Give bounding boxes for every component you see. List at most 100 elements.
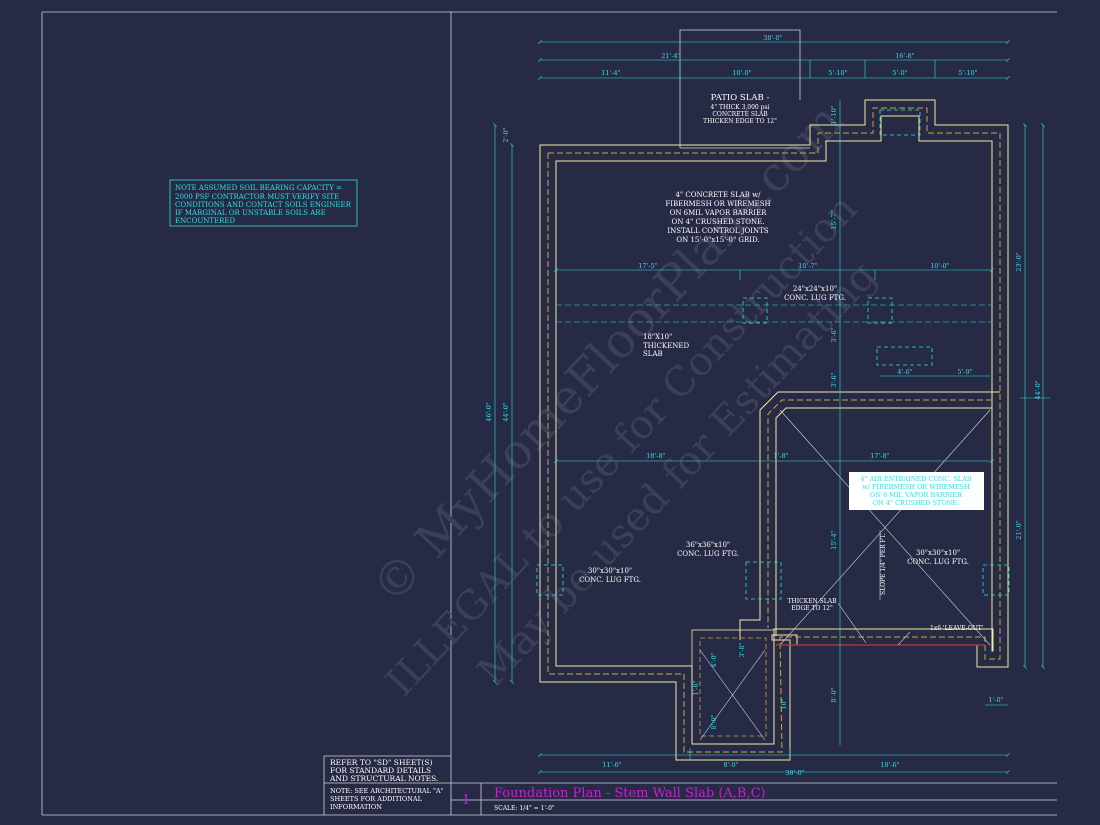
dim-left-total: 46'-0" bbox=[485, 402, 493, 421]
soil-note-line: NOTE ASSUMED SOIL BEARING CAPACITY = bbox=[175, 184, 342, 192]
lug-30b-callout: 30"x30"x10" CONC. LUG FTG. bbox=[907, 549, 969, 566]
lug-30a-line: 30"x30"x10" bbox=[588, 567, 632, 575]
thickened-line: THICKENED bbox=[643, 342, 689, 350]
arch-note-line: INFORMATION bbox=[330, 803, 382, 811]
soil-note-line: CONDITIONS AND CONTACT SOILS ENGINEER bbox=[175, 201, 352, 209]
lug-24-line: CONC. LUG FTG. bbox=[784, 294, 846, 302]
garage-slab-line: ON 4" CRUSHED STONE. bbox=[873, 499, 959, 507]
dim-bottom-overall: 38'-0" bbox=[785, 769, 804, 777]
main-slab-line: INSTALL CONTROL JOINTS bbox=[667, 227, 768, 235]
dim-small: 4'-6" bbox=[897, 368, 912, 376]
dim-top-seg: 11'-4" bbox=[601, 69, 620, 77]
slope-label: SLOPE 1/4" PER FT. bbox=[880, 533, 887, 595]
dim-small: 1'-8" bbox=[773, 452, 788, 460]
leave-out-label: 1x6 'LEAVE-OUT' bbox=[930, 625, 984, 632]
watermark: © MyHomeFloorPlans.com ILLEGAL to use fo… bbox=[361, 93, 885, 706]
lug-24-line: 24"x24"x10" bbox=[793, 285, 837, 293]
dim-vert: 8'-0" bbox=[830, 687, 838, 702]
dim-vert: 10" bbox=[780, 698, 788, 709]
dim-vert: 15'-7" bbox=[830, 210, 838, 229]
main-slab-line: FIBERMESH OR WIREMESH bbox=[665, 200, 770, 208]
main-slab-line: ON 6MIL VAPOR BARRIER bbox=[670, 209, 768, 217]
dim-top-seg: 5'-10" bbox=[958, 69, 977, 77]
patio-line: CONCRETE SLAB bbox=[712, 111, 768, 118]
soil-note-line: 2000 PSF CONTRACTOR MUST VERIFY SITE bbox=[175, 193, 339, 201]
arch-note-line: NOTE: SEE ARCHITECTURAL "A" bbox=[330, 787, 444, 795]
dim-top-seg: 5'-10" bbox=[828, 69, 847, 77]
garage-wall bbox=[691, 391, 1000, 745]
title-block: REFER TO "SD" SHEET(S) FOR STANDARD DETA… bbox=[329, 758, 766, 812]
refer-note-line: REFER TO "SD" SHEET(S) bbox=[330, 758, 432, 767]
dim-top-seg: 5'-0" bbox=[892, 69, 907, 77]
dim-bottom-seg: 11'-6" bbox=[602, 761, 621, 769]
dim-top-overall: 38'-0" bbox=[763, 34, 782, 42]
thickened-slab-band bbox=[556, 304, 992, 323]
dim-small: 5'-9" bbox=[957, 368, 972, 376]
sheet-border bbox=[41, 11, 1057, 816]
garage-slab-line: 4" AIR ENTRAINED CONC. SLAB bbox=[860, 475, 971, 483]
lug-30b-line: 30"x30"x10" bbox=[916, 549, 960, 557]
thicken-slab-callout: THICKEN SLAB EDGE TO 12" bbox=[787, 598, 837, 612]
patio-title: PATIO SLAB - bbox=[711, 93, 770, 103]
thickened-line: SLAB bbox=[643, 350, 663, 358]
drawing-title: Foundation Plan - Stem Wall Slab (A,B,C) bbox=[494, 786, 766, 801]
main-slab-callout: 4" CONCRETE SLAB w/ FIBERMESH OR WIREMES… bbox=[665, 191, 770, 244]
patio-line: THICKEN EDGE TO 12" bbox=[703, 118, 777, 125]
dim-small: 1'-0" bbox=[988, 696, 1003, 704]
refer-note-line: AND STRUCTURAL NOTES. bbox=[329, 774, 438, 783]
slope-diagonals bbox=[699, 409, 991, 741]
dim-top-right: 16'-8" bbox=[895, 52, 914, 60]
soil-note-line: IF MARGINAL OR UNSTABLE SOILS ARE bbox=[175, 209, 326, 217]
thicken-slab-leader bbox=[837, 602, 867, 644]
dim-bottom-seg: 8'-0" bbox=[723, 761, 738, 769]
refer-note-line: FOR STANDARD DETAILS bbox=[330, 766, 431, 775]
lug-30b-line: CONC. LUG FTG. bbox=[907, 558, 969, 566]
dimension-lines bbox=[495, 42, 1050, 772]
dim-vert: 15'-4" bbox=[830, 530, 838, 549]
main-slab-line: ON 4" CRUSHED STONE. bbox=[671, 218, 764, 226]
dim-vert: 1'-10" bbox=[830, 105, 838, 124]
dim-vert: 3'-6" bbox=[830, 372, 838, 387]
patio-line: 4" THICK 3,000 psi bbox=[711, 104, 770, 111]
thicken-slab-line: EDGE TO 12" bbox=[791, 605, 833, 612]
dim-vert: 8'-0" bbox=[710, 714, 718, 729]
thickened-callout: 18"X10" THICKENED SLAB bbox=[643, 333, 689, 358]
garage-slab-callout: 4" AIR ENTRAINED CONC. SLAB w/ FIBERMESH… bbox=[849, 472, 984, 510]
dim-row-2: 17'-8" bbox=[870, 452, 889, 460]
lug-footings bbox=[536, 109, 1010, 600]
dim-row-1: 10'-0" bbox=[930, 262, 949, 270]
lug-36-line: CONC. LUG FTG. bbox=[677, 550, 739, 558]
thickened-line: 18"X10" bbox=[643, 333, 672, 341]
dim-right-total: 44'-0" bbox=[1034, 380, 1042, 399]
soil-bearing-note: NOTE ASSUMED SOIL BEARING CAPACITY = 200… bbox=[169, 179, 358, 227]
thicken-slab-line: THICKEN SLAB bbox=[787, 598, 837, 605]
dim-vert: 3'-8" bbox=[738, 642, 746, 657]
drawing-scale: SCALE: 1/4" = 1'-0" bbox=[494, 805, 555, 812]
main-slab-line: 4" CONCRETE SLAB w/ bbox=[675, 191, 761, 199]
dim-row-1: 10'-7" bbox=[798, 262, 817, 270]
lug-30a-callout: 30"x30"x10" CONC. LUG FTG. bbox=[579, 567, 641, 584]
vertical-dimension-labels: 46'-0" 44'-0" 2'-0" 44'-0" 23'-0" 21'-0"… bbox=[485, 105, 1042, 729]
main-slab-line: ON 15'-0"x15'-0" GRID. bbox=[676, 236, 759, 244]
soil-note-line: ENCOUNTERED bbox=[175, 217, 236, 225]
dim-left-inner: 44'-0" bbox=[502, 402, 510, 421]
dim-row-2: 18'-8" bbox=[646, 452, 665, 460]
arch-note-line: SHEETS FOR ADDITIONAL bbox=[330, 795, 423, 803]
dim-right-upper: 23'-0" bbox=[1015, 252, 1023, 271]
dim-left-small: 2'-0" bbox=[502, 127, 510, 142]
dim-top-seg: 10'-0" bbox=[732, 69, 751, 77]
dimension-labels: 38'-0" 21'-4" 16'-8" 11'-4" 10'-0" 5'-10… bbox=[601, 34, 1003, 777]
lug-24-callout: 24"x24"x10" CONC. LUG FTG. bbox=[784, 285, 846, 302]
sheet-number: 1 bbox=[462, 793, 470, 808]
dim-vert: 4'-0" bbox=[710, 652, 718, 667]
garage-slab-line: ON 6 MIL VAPOR BARRIER bbox=[870, 491, 963, 499]
leave-out-leader bbox=[897, 631, 911, 646]
dim-vert: 3'-6" bbox=[830, 327, 838, 342]
dim-top-left: 21'-4" bbox=[661, 52, 680, 60]
dim-right-lower: 21'-0" bbox=[1015, 520, 1023, 539]
patio-slab bbox=[679, 29, 810, 149]
lug-36-line: 36"x36"x10" bbox=[686, 541, 730, 549]
dim-bottom-seg: 18'-6" bbox=[880, 761, 899, 769]
patio-callout: PATIO SLAB - 4" THICK 3,000 psi CONCRETE… bbox=[703, 93, 777, 125]
